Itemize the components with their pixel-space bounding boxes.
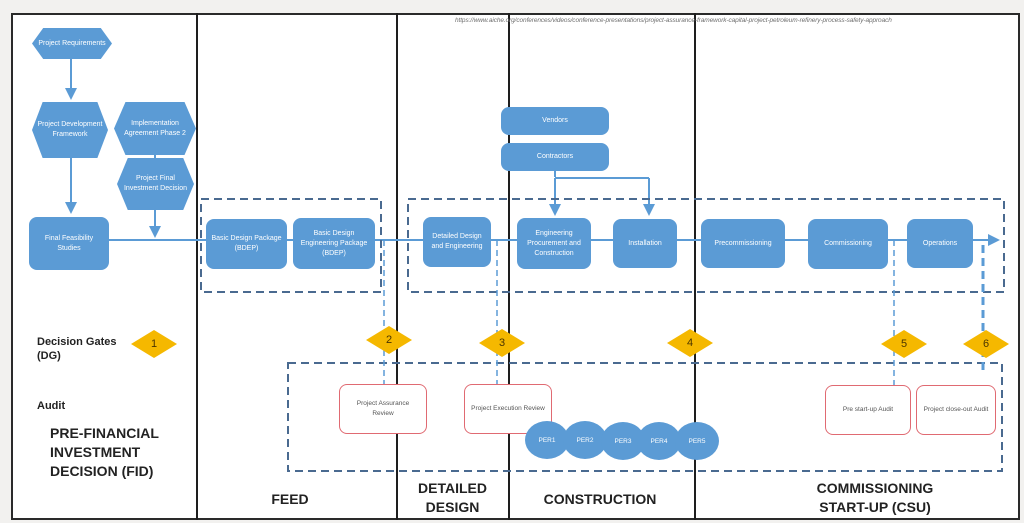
per-review-1: PER1 [525,421,569,459]
node-project-development-framework: Project Development Framework [32,102,108,158]
phase-feed: FEED [271,491,309,507]
node-basic-design-engineering-package: Basic Design Engineering Package (BDEP) [293,218,375,269]
divider-detailed-construction [508,13,510,520]
node-precommissioning: Precommissioning [701,219,785,268]
phase-detailed-design: DETAILED DESIGN [418,480,487,515]
node-operations: Operations [907,219,973,268]
audit-project-assurance-review: Project Assurance Review [339,384,427,434]
node-basic-design-package: Basic Design Package (BDEP) [206,219,287,269]
audit-pre-startup: Pre start-up Audit [825,385,911,435]
divider-feed-detailed [396,13,398,520]
phase-csu: COMMISSIONING START-UP (CSU) [816,480,934,515]
per-review-5: PER5 [675,422,719,460]
phase-pre-fid: PRE-FINANCIAL INVESTMENT DECISION (FID) [50,425,159,479]
node-project-final-investment-decision: Project Final Investment Decision [117,158,194,210]
node-installation: Installation [613,219,677,268]
node-project-requirements: Project Requirements [32,28,112,59]
label-decision-gates: Decision Gates (DG) [37,336,117,362]
divider-pre-fid-feed [196,13,198,520]
phase-construction: CONSTRUCTION [543,491,657,507]
node-epc: Engineering Procurement and Construction [517,218,591,269]
node-contractors: Contractors [501,143,609,171]
node-vendors: Vendors [501,107,609,135]
per-review-4: PER4 [637,422,681,460]
node-detailed-design-engineering: Detailed Design and Engineering [423,217,491,267]
label-audit: Audit [37,400,66,412]
node-implementation-agreement: Implementation Agreement Phase 2 [114,102,196,155]
source-url: https://www.aiche.org/conferences/videos… [455,17,892,24]
node-commissioning: Commissioning [808,219,888,269]
node-final-feasibility-studies: Final Feasibility Studies [29,217,109,270]
per-review-2: PER2 [563,421,607,459]
audit-project-closeout: Project close-out Audit [916,385,996,435]
